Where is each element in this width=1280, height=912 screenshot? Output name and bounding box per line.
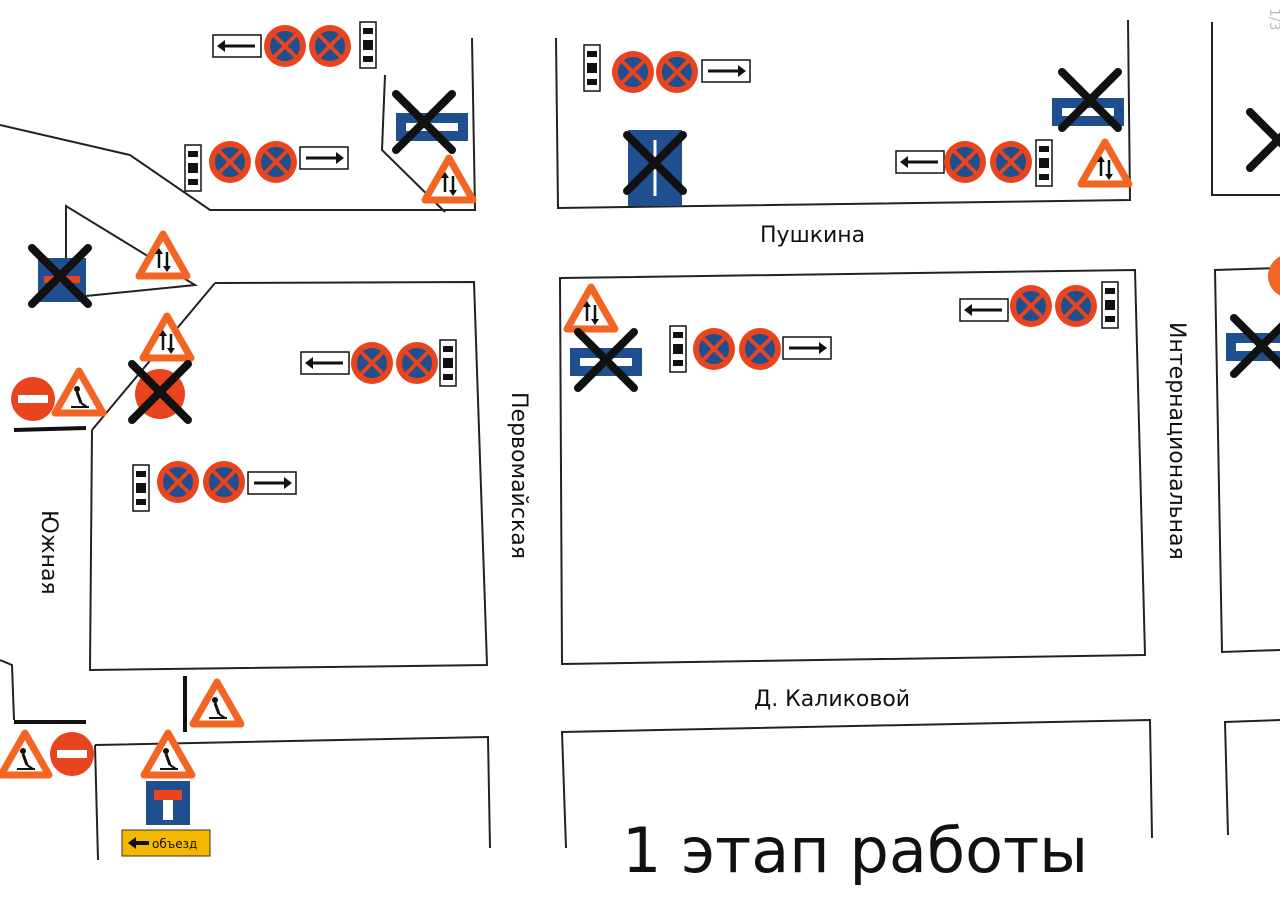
no-stopping-sign (394, 340, 440, 386)
street-label-yuzhnaya: Южная (36, 510, 61, 595)
sign-group-middle-center-2 (958, 281, 1119, 329)
two-way-traffic-sign (567, 287, 615, 329)
crossed-out-mark (1250, 112, 1280, 168)
dead-end-sign (146, 781, 190, 825)
no-entry-sign (11, 377, 55, 421)
no-stopping-sign (307, 23, 353, 69)
sign-group-middle-center-1 (669, 325, 833, 373)
no-stopping-sign (1008, 283, 1054, 329)
crossed-two-way-square-top (627, 130, 683, 206)
no-stopping-sign (262, 23, 308, 69)
street-label-d-kalikovoy: Д. Каликовой (754, 687, 910, 712)
crossed-oneway-middle (570, 332, 642, 388)
page-number: 1/3 (1266, 8, 1280, 31)
street-label-pushkina: Пушкина (760, 223, 865, 248)
no-stopping-sign (654, 49, 700, 95)
no-stopping-sign (691, 326, 737, 372)
detour-label: объезд (152, 837, 197, 851)
direction-arrow-plate (958, 297, 1010, 323)
no-stopping-sign (942, 139, 988, 185)
block-bottom-right-outline (1223, 719, 1280, 836)
street-label-pervomayskaya: Первомайская (506, 392, 531, 559)
sign-group-top-left-2 (184, 139, 350, 192)
two-way-traffic-sign (143, 316, 191, 358)
direction-arrow-plate (894, 149, 946, 175)
tow-truck-plate (132, 464, 150, 512)
left-edge-street (0, 659, 15, 721)
crossed-oneway-top-left (396, 94, 468, 150)
arrow-left-icon (128, 837, 136, 849)
direction-arrow-plate (298, 145, 350, 171)
no-stopping-sign (737, 326, 783, 372)
roadworks-sign (1, 733, 49, 775)
direction-arrow-plate (299, 350, 351, 376)
direction-arrow-plate (246, 470, 298, 496)
no-stopping-sign (988, 139, 1034, 185)
crossed-no-stopping-left (132, 364, 188, 420)
sign-group-top-middle-1 (583, 44, 752, 95)
block-bottom-left-outline (94, 735, 491, 849)
sign-group-top-middle-2 (894, 139, 1053, 187)
direction-arrow-plate (700, 58, 752, 84)
block-top-left-outline (0, 37, 477, 211)
no-stopping-sign (155, 459, 201, 505)
direction-arrow-plate (211, 33, 263, 59)
block-bottom-left-edge (94, 744, 99, 861)
barrier-yuzhnaya-top (13, 426, 87, 432)
two-way-traffic-sign (425, 158, 473, 200)
two-way-traffic-sign (1081, 142, 1129, 184)
block-middle-center-outline (558, 268, 1147, 666)
tow-truck-plate (184, 144, 202, 192)
crossed-oneway-top-right (1052, 72, 1124, 128)
no-entry-sign (50, 732, 94, 776)
no-stopping-sign (1268, 256, 1280, 296)
tow-truck-plate (439, 339, 457, 387)
sign-group-top-left-1 (211, 21, 377, 69)
block-middle-right-outline (1213, 267, 1280, 654)
tow-truck-plate (669, 325, 687, 373)
tow-truck-plate (359, 21, 377, 69)
no-stopping-sign (201, 459, 247, 505)
detour-sign: объезд (121, 829, 211, 857)
barriers (13, 426, 187, 732)
tow-truck-plate (1101, 281, 1119, 329)
direction-arrow-plate (781, 335, 833, 361)
roadworks-sign (144, 733, 192, 775)
roadworks-sign (193, 682, 241, 724)
block-top-right-outline (1211, 22, 1280, 196)
block-top-middle-outline (555, 19, 1132, 210)
no-stopping-sign (253, 139, 299, 185)
tow-truck-plate (1035, 139, 1053, 187)
stage-title: 1 этап работы (622, 814, 1088, 887)
block-bottom-center-outline (560, 718, 1153, 849)
no-stopping-sign (349, 340, 395, 386)
block-top-left-inner (380, 74, 446, 213)
block-middle-left-outline (88, 280, 489, 672)
crossed-oneway-left (32, 248, 88, 304)
sign-group-middle-left-2 (132, 459, 298, 512)
left-triangle-island (65, 204, 199, 300)
no-stopping-sign (610, 49, 656, 95)
no-stopping-sign (1053, 283, 1099, 329)
roadworks-sign (55, 371, 103, 413)
sign-group-middle-left-1 (299, 339, 457, 387)
tow-truck-plate (583, 44, 601, 92)
crossed-oneway-right (1226, 318, 1280, 374)
street-label-internatsionalnaya: Интернациональная (1164, 322, 1189, 560)
no-stopping-sign (207, 139, 253, 185)
